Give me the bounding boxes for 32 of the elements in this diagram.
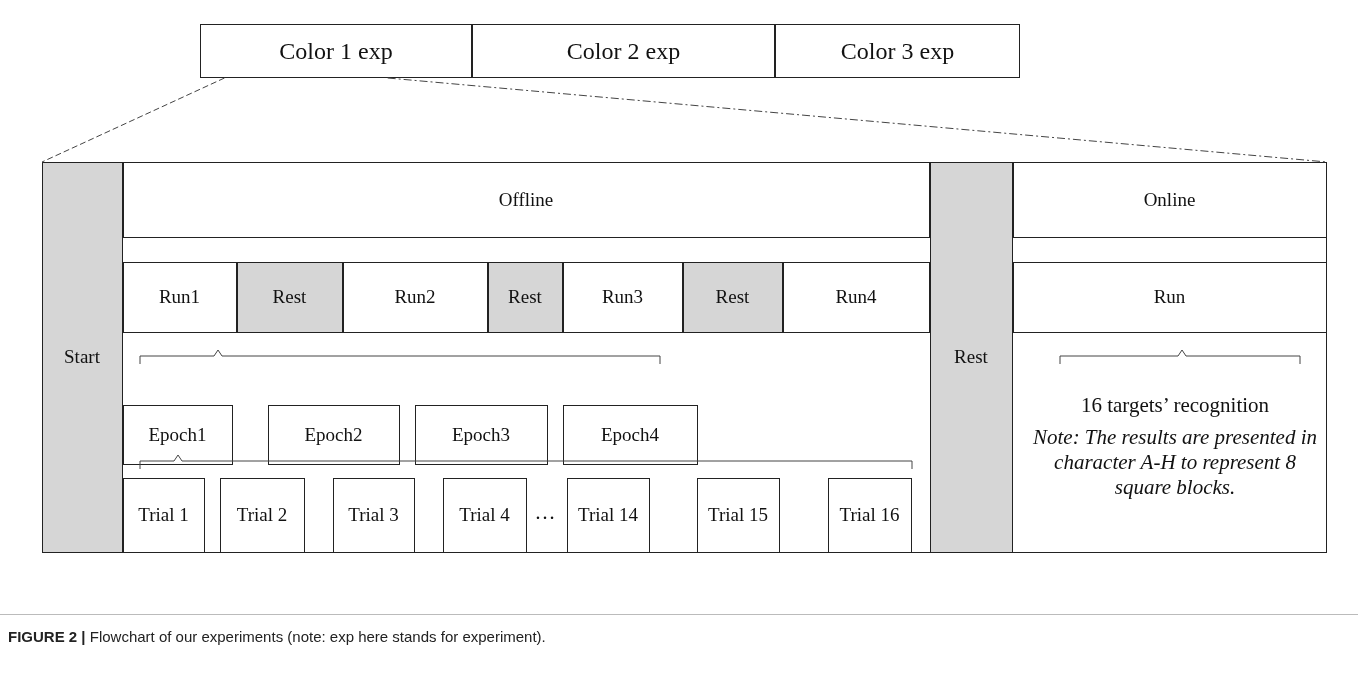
- note-text: Note: The results are presented in character A-H to represent 8 square blocks.: [1031, 425, 1318, 500]
- experiment-box: Color 3 exp: [775, 24, 1020, 78]
- step-box: Epoch2: [267, 404, 400, 465]
- step-box: Run: [1012, 261, 1327, 333]
- step-box: Trial 16: [827, 477, 912, 553]
- figure-caption: FIGURE 2 | Flowchart of our experiments (note: exp here stands for experiment).: [8, 628, 546, 645]
- step-box: Trial 3: [332, 477, 415, 553]
- phase-box: Online: [1012, 161, 1327, 238]
- zoom-line: [41, 77, 225, 163]
- step-box: Trial 4: [442, 477, 527, 553]
- step-box: Rest: [236, 261, 343, 333]
- step-box: Trial 2: [219, 477, 305, 553]
- experiment-box: Color 2 exp: [472, 24, 775, 78]
- step-box: Run4: [782, 261, 930, 333]
- step-box: Trial 14: [566, 477, 650, 553]
- phase-box: Offline: [122, 161, 930, 238]
- step-box: Rest: [682, 261, 783, 333]
- experiment-box: Color 1 exp: [200, 24, 472, 78]
- step-box: Epoch3: [414, 404, 548, 465]
- experiment-panel: [42, 162, 1327, 553]
- step-box: Rest: [487, 261, 563, 333]
- step-box: Run2: [342, 261, 488, 333]
- recognition-text: 16 targets’ recognition: [1079, 393, 1271, 418]
- step-box: Epoch4: [562, 404, 698, 465]
- rest-bar: Rest: [929, 161, 1013, 553]
- start-bar: Start: [41, 161, 123, 553]
- step-box: Run3: [562, 261, 683, 333]
- ellipsis-mark: …: [533, 500, 557, 525]
- step-box: Trial 15: [696, 477, 780, 553]
- step-box: Run1: [122, 261, 237, 333]
- step-box: Epoch1: [122, 404, 233, 465]
- step-box: Trial 1: [122, 477, 205, 553]
